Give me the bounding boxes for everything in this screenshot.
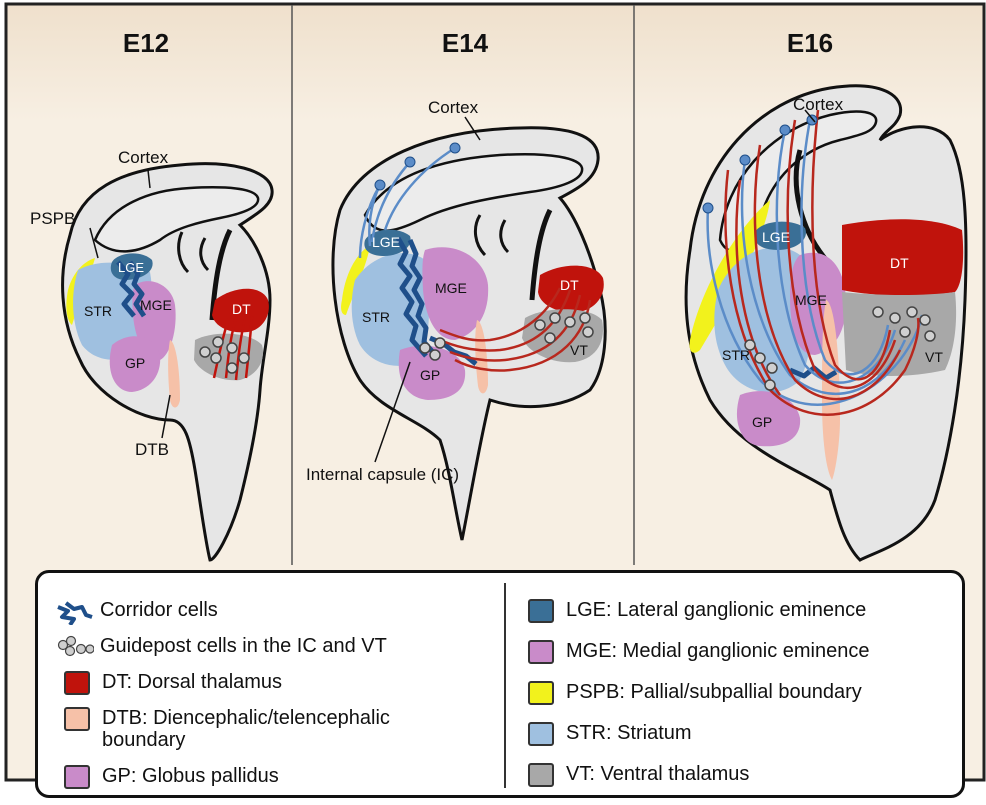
label-cortex-e14: Cortex xyxy=(428,98,479,117)
label-dt-e12: DT xyxy=(232,301,251,317)
corridor-cells-icon xyxy=(56,599,94,625)
legend-label-pspb: PSPB: Pallial/subpallial boundary xyxy=(566,681,862,703)
label-cortex-e16: Cortex xyxy=(793,95,844,114)
legend-label-lge: LGE: Lateral ganglionic eminence xyxy=(566,599,866,621)
label-dtb-e12: DTB xyxy=(135,440,169,459)
label-gp-e14: GP xyxy=(420,367,440,383)
swatch-vt xyxy=(528,763,554,787)
swatch-gp xyxy=(64,765,90,789)
legend-item-dt: DT: Dorsal thalamus xyxy=(56,671,282,695)
legend-item-mge: MGE: Medial ganglionic eminence xyxy=(528,640,870,664)
legend-label-dt: DT: Dorsal thalamus xyxy=(102,671,282,693)
label-lge-e12: LGE xyxy=(118,260,144,275)
label-str-e14: STR xyxy=(362,309,390,325)
legend-item-dtb: DTB: Diencephalic/telencephalic boundary xyxy=(56,707,390,751)
legend-label-dtb-line2: boundary xyxy=(102,729,390,751)
label-mge-e16: MGE xyxy=(795,292,827,308)
label-dt-e14: DT xyxy=(560,277,579,293)
legend-item-lge: LGE: Lateral ganglionic eminence xyxy=(528,599,866,623)
label-vt-e16: VT xyxy=(925,349,943,365)
legend-label-dtb: DTB: Diencephalic/telencephalic xyxy=(102,707,390,729)
label-str-e16: STR xyxy=(722,347,750,363)
label-dt-e16: DT xyxy=(890,255,909,271)
panel-title-e16: E16 xyxy=(787,28,833,58)
swatch-lge xyxy=(528,599,554,623)
swatch-pspb xyxy=(528,681,554,705)
legend-label-guidepost-cells: Guidepost cells in the IC and VT xyxy=(100,635,387,657)
legend-item-gp: GP: Globus pallidus xyxy=(56,765,279,789)
label-gp-e12: GP xyxy=(125,355,145,371)
label-lge-e16: LGE xyxy=(762,229,790,245)
label-mge-e12: MGE xyxy=(140,297,172,313)
label-str-e12: STR xyxy=(84,303,112,319)
legend-label-gp: GP: Globus pallidus xyxy=(102,765,279,787)
swatch-dt xyxy=(64,671,90,695)
legend-item-pspb: PSPB: Pallial/subpallial boundary xyxy=(528,681,862,705)
legend-label-corridor-cells: Corridor cells xyxy=(100,599,218,621)
legend: Corridor cells Guidepost cells in the IC… xyxy=(35,570,965,798)
swatch-str xyxy=(528,722,554,746)
label-pspb-e12: PSPB xyxy=(30,209,75,228)
panel-title-e14: E14 xyxy=(442,28,489,58)
label-mge-e14: MGE xyxy=(435,280,467,296)
swatch-mge xyxy=(528,640,554,664)
legend-item-corridor-cells: Corridor cells xyxy=(56,599,218,625)
legend-label-str: STR: Striatum xyxy=(566,722,692,744)
label-lge-e14: LGE xyxy=(372,234,400,250)
label-gp-e16: GP xyxy=(752,414,772,430)
legend-label-mge: MGE: Medial ganglionic eminence xyxy=(566,640,870,662)
guidepost-cells-icon xyxy=(56,635,94,661)
legend-item-guidepost-cells: Guidepost cells in the IC and VT xyxy=(56,635,387,661)
legend-item-vt: VT: Ventral thalamus xyxy=(528,763,749,787)
legend-item-str: STR: Striatum xyxy=(528,722,692,746)
label-cortex-e12: Cortex xyxy=(118,148,169,167)
swatch-dtb xyxy=(64,707,90,731)
legend-divider xyxy=(504,583,506,788)
label-vt-e14: VT xyxy=(570,342,588,358)
label-ic-e14: Internal capsule (IC) xyxy=(306,465,459,484)
panel-title-e12: E12 xyxy=(123,28,169,58)
legend-label-vt: VT: Ventral thalamus xyxy=(566,763,749,785)
